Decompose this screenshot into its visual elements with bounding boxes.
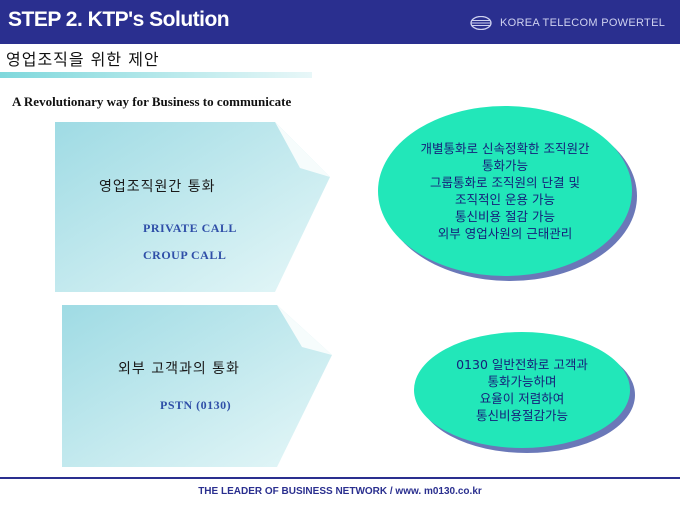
external-call-arrow: 외부 고객과의 통화 PSTN (0130): [62, 305, 342, 467]
benefit-line: 개별통화로 신속정확한 조직원간: [420, 141, 590, 156]
benefit-line: 조직적인 운용 가능: [455, 192, 555, 207]
benefit-line: 요율이 저렴하여: [479, 391, 565, 406]
internal-call-title: 영업조직원간 통화: [99, 179, 216, 195]
private-call-label: PRIVATE CALL: [143, 221, 237, 235]
step-title: STEP 2. KTP's Solution: [8, 8, 230, 31]
group-call-label: CROUP CALL: [143, 248, 227, 262]
subtitle-underline: [0, 72, 312, 78]
footer-divider: [0, 477, 680, 479]
page-subtitle: 영업조직을 위한 제안: [6, 50, 160, 69]
benefit-line: 외부 영업사원의 근태관리: [437, 226, 573, 241]
external-call-title: 외부 고객과의 통화: [118, 361, 240, 377]
tagline: A Revolutionary way for Business to comm…: [12, 94, 292, 109]
benefit-line: 통화가능하며: [487, 374, 557, 389]
benefit-line: 0130 일반전화로 고객과: [456, 357, 588, 372]
globe-logo-icon: [470, 16, 492, 30]
external-benefits-ellipse: 0130 일반전화로 고객과 통화가능하며 요율이 저렴하여 통신비용절감가능: [414, 332, 630, 448]
benefit-line: 통화가능: [481, 158, 528, 173]
company-name: KOREA TELECOM POWERTEL: [500, 17, 666, 29]
benefit-line: 통신비용 절감 가능: [455, 209, 555, 224]
pstn-label: PSTN (0130): [160, 398, 232, 412]
header-bar: STEP 2. KTP's Solution KOREA TELECOM POW…: [0, 0, 680, 44]
footer-slogan: THE LEADER OF BUSINESS NETWORK / www. m0…: [198, 486, 482, 497]
internal-call-arrow: 영업조직원간 통화 PRIVATE CALL CROUP CALL: [55, 122, 340, 292]
benefit-line: 통신비용절감가능: [475, 408, 568, 423]
internal-benefits-ellipse: 개별통화로 신속정확한 조직원간 통화가능 그룹통화로 조직원의 단결 및 조직…: [378, 106, 632, 276]
benefit-line: 그룹통화로 조직원의 단결 및: [430, 175, 580, 190]
